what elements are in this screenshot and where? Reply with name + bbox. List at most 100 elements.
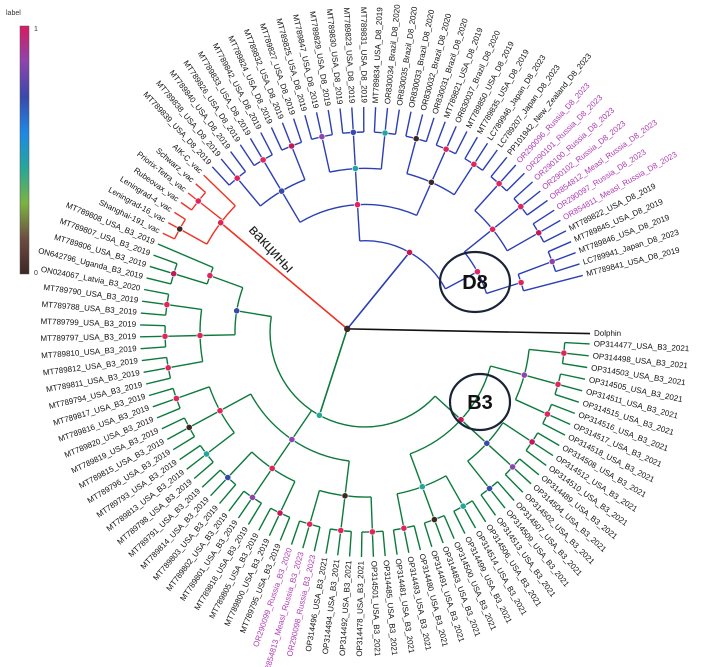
branch-radial xyxy=(337,530,342,556)
branch-radial xyxy=(339,108,344,134)
branch-radial xyxy=(471,500,487,523)
branch-radial xyxy=(291,410,313,440)
node-support-marker xyxy=(306,520,314,528)
branch-radial xyxy=(168,360,203,369)
tip-label: MT789797_USA_B3_2019 xyxy=(40,332,136,343)
branch-radial xyxy=(153,254,178,265)
branch-radial xyxy=(219,393,252,412)
branch-radial xyxy=(197,200,224,221)
branch-radial xyxy=(504,474,524,493)
branch-radial xyxy=(258,507,272,531)
branch-radial xyxy=(280,190,301,223)
branch-radial xyxy=(524,374,559,385)
node-support-marker xyxy=(520,371,528,379)
node-support-marker xyxy=(276,509,284,517)
branch-radial xyxy=(348,531,352,557)
branch-radial xyxy=(492,206,522,230)
branch-radial xyxy=(474,183,500,211)
branch-radial xyxy=(531,441,554,457)
node-support-marker xyxy=(268,464,276,472)
node-support-marker xyxy=(406,248,413,256)
node-support-marker xyxy=(517,203,525,210)
branch-radial xyxy=(562,362,588,369)
branch-radial xyxy=(371,531,375,557)
branch-radial xyxy=(513,181,534,200)
branch-radial xyxy=(173,273,208,285)
branch-radial xyxy=(433,519,444,544)
branch-radial xyxy=(352,132,357,169)
branch-radial xyxy=(157,243,214,269)
node-support-marker xyxy=(194,197,202,205)
node-support-marker xyxy=(560,349,568,357)
branch-radial xyxy=(409,453,423,487)
node-support-marker xyxy=(427,178,435,186)
branch-radial xyxy=(237,497,254,519)
branch-radial xyxy=(236,177,261,207)
branch-radial xyxy=(523,274,583,292)
branch-radial xyxy=(563,352,589,357)
branch-radial xyxy=(480,494,497,516)
branch-radial xyxy=(380,132,386,170)
branch-radial xyxy=(445,126,457,150)
node-support-marker xyxy=(459,502,467,510)
branch-radial xyxy=(519,458,540,476)
branch-radial xyxy=(304,115,313,140)
branch-radial xyxy=(199,334,236,337)
node-support-marker xyxy=(318,133,326,141)
branch-radial xyxy=(180,201,193,211)
node-support-marker xyxy=(528,438,536,446)
root-node xyxy=(344,325,351,333)
branch-radial xyxy=(327,109,333,135)
branch-radial xyxy=(227,451,253,478)
branch-radial xyxy=(460,419,488,444)
node-support-marker xyxy=(412,135,420,143)
branch-radial xyxy=(515,399,548,415)
node-support-marker xyxy=(442,145,450,153)
branch-radial xyxy=(279,481,296,514)
branch-radial xyxy=(281,122,293,147)
branch-radial xyxy=(392,529,398,555)
branch-radial xyxy=(166,303,202,311)
branch-radial xyxy=(220,158,238,179)
branch-radial xyxy=(453,510,466,534)
branch-radial xyxy=(554,393,580,403)
branch-radial xyxy=(164,334,201,337)
branch-radial xyxy=(230,151,247,173)
tip-label: MT789831_USA_D8_2019 xyxy=(359,7,369,104)
branch-radial xyxy=(506,232,540,252)
branch-radial xyxy=(146,277,172,285)
node-support-marker xyxy=(206,272,214,279)
branch-radial xyxy=(260,132,273,156)
legend-colorbar xyxy=(19,25,30,275)
branch-radial xyxy=(162,232,175,240)
branch-radial xyxy=(195,183,206,193)
branch-radial xyxy=(537,432,560,447)
branch-radial xyxy=(172,436,195,451)
node-support-marker xyxy=(554,380,562,388)
tip-label: OP314478_USA_B3_2021 xyxy=(355,560,366,656)
branch-radial xyxy=(142,300,167,306)
node-support-marker xyxy=(486,485,493,492)
branch-radial xyxy=(211,166,230,186)
branch-radial xyxy=(413,525,422,551)
branch-radial xyxy=(340,495,346,531)
branch-radial xyxy=(498,164,517,185)
branch-radial xyxy=(532,209,555,225)
tip-label: MT789834_USA_D8_2019 xyxy=(371,7,385,104)
branch-radial xyxy=(206,432,235,455)
branch-radial xyxy=(423,522,433,548)
node-support-marker xyxy=(430,516,438,523)
clade-d8-ellipse xyxy=(438,250,512,314)
branch-radial xyxy=(490,365,525,376)
branch-radial xyxy=(315,112,323,137)
branch-radial xyxy=(547,241,572,253)
branch-radial xyxy=(143,367,169,373)
node-support-marker xyxy=(163,301,171,308)
branch-radial xyxy=(174,211,186,220)
branch-radial xyxy=(321,136,331,173)
branch-radial xyxy=(382,531,386,557)
node-support-marker xyxy=(470,160,478,168)
clade-b3-ellipse xyxy=(448,372,512,432)
root-branch xyxy=(318,328,349,416)
branch-radial xyxy=(406,138,417,174)
